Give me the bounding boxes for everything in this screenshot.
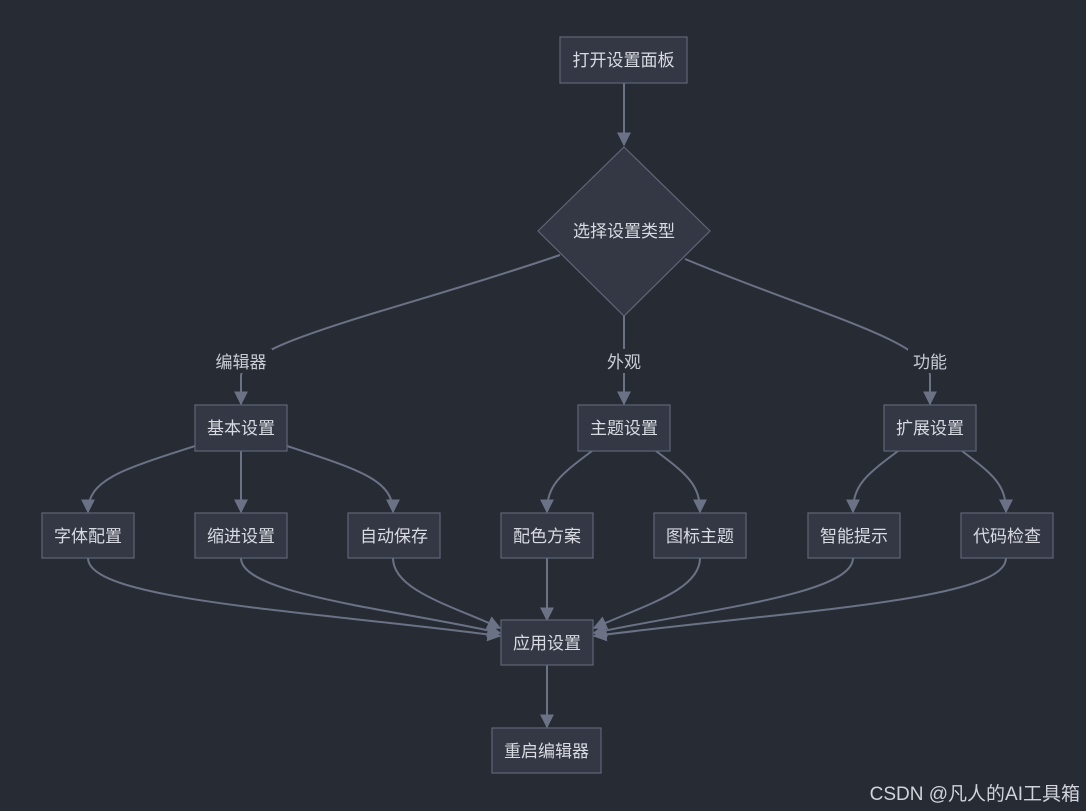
node-basic-settings[interactable]: 基本设置 bbox=[194, 404, 288, 452]
edge-basic-to-font bbox=[81, 445, 196, 514]
node-color-scheme-label: 配色方案 bbox=[513, 527, 581, 547]
node-smart-hint-label: 智能提示 bbox=[820, 527, 888, 547]
node-color-scheme[interactable]: 配色方案 bbox=[500, 512, 594, 559]
node-apply-settings-label: 应用设置 bbox=[513, 634, 581, 654]
edge-font-to-apply bbox=[87, 557, 502, 642]
edge-label-editor: 编辑器 bbox=[210, 349, 272, 373]
edge-label-editor-text: 编辑器 bbox=[216, 353, 267, 373]
node-restart-editor-label: 重启编辑器 bbox=[504, 742, 589, 762]
node-code-check-label: 代码检查 bbox=[973, 527, 1041, 547]
edge-theme-to-icon-theme bbox=[655, 450, 707, 514]
edge-label-function: 功能 bbox=[908, 349, 952, 373]
node-auto-save[interactable]: 自动保存 bbox=[347, 512, 441, 559]
node-open-settings-panel-label: 打开设置面板 bbox=[573, 51, 675, 71]
node-theme-settings-label: 主题设置 bbox=[590, 419, 658, 439]
edge-select-type-to-basic bbox=[234, 254, 561, 406]
node-extension-settings[interactable]: 扩展设置 bbox=[883, 404, 977, 452]
node-auto-save-label: 自动保存 bbox=[360, 527, 428, 547]
edge-extension-to-smart-hint bbox=[846, 450, 899, 514]
node-apply-settings[interactable]: 应用设置 bbox=[500, 619, 594, 666]
node-icon-theme[interactable]: 图标主题 bbox=[653, 512, 747, 559]
node-open-settings-panel[interactable]: 打开设置面板 bbox=[559, 36, 688, 84]
node-font-config[interactable]: 字体配置 bbox=[41, 512, 135, 559]
node-code-check[interactable]: 代码检查 bbox=[960, 512, 1054, 559]
node-theme-settings[interactable]: 主题设置 bbox=[577, 404, 671, 452]
edge-theme-to-color-scheme bbox=[540, 450, 593, 514]
edge-labels-group: 编辑器 外观 功能 bbox=[210, 349, 952, 373]
edge-select-type-to-extension bbox=[684, 258, 937, 406]
edge-code-check-to-apply bbox=[592, 557, 1007, 642]
node-indent-settings-label: 缩进设置 bbox=[207, 527, 275, 547]
edge-label-function-text: 功能 bbox=[913, 353, 947, 373]
node-smart-hint[interactable]: 智能提示 bbox=[807, 512, 901, 559]
node-font-config-label: 字体配置 bbox=[54, 527, 122, 547]
watermark-text: CSDN @凡人的AI工具箱 bbox=[869, 784, 1080, 805]
edge-basic-to-autosave bbox=[286, 445, 400, 514]
node-select-settings-type-label: 选择设置类型 bbox=[573, 222, 675, 242]
edge-label-appearance: 外观 bbox=[602, 349, 646, 373]
edges-group bbox=[81, 83, 1013, 729]
node-extension-settings-label: 扩展设置 bbox=[896, 419, 964, 439]
edge-indent-to-apply bbox=[240, 557, 502, 638]
node-icon-theme-label: 图标主题 bbox=[666, 527, 734, 547]
edge-autosave-to-apply bbox=[392, 557, 502, 630]
edge-icon-theme-to-apply bbox=[592, 557, 701, 630]
node-select-settings-type[interactable]: 选择设置类型 bbox=[537, 146, 711, 317]
edge-extension-to-code-check bbox=[961, 450, 1013, 514]
edge-label-appearance-text: 外观 bbox=[607, 353, 641, 373]
node-indent-settings[interactable]: 缩进设置 bbox=[194, 512, 288, 559]
nodes-group: 打开设置面板 选择设置类型 基本设置 主题设置 扩展设置 字体配置 bbox=[41, 36, 1054, 774]
edge-smart-hint-to-apply bbox=[592, 557, 854, 638]
node-restart-editor[interactable]: 重启编辑器 bbox=[491, 727, 602, 774]
node-basic-settings-label: 基本设置 bbox=[207, 419, 275, 439]
